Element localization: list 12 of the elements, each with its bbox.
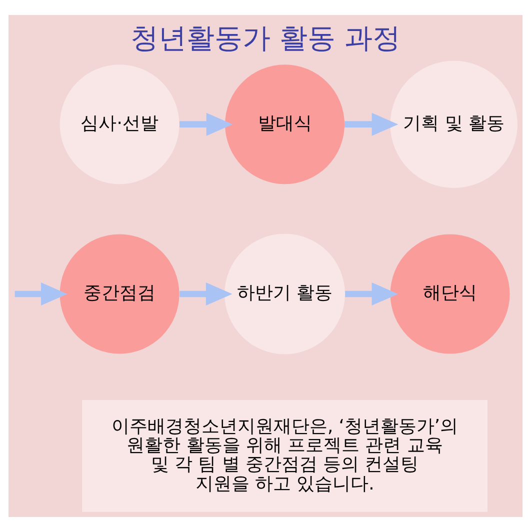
node-circle: 중간점검	[60, 234, 180, 354]
arrow	[14, 282, 68, 306]
node-circle: 기획 및 활동	[390, 60, 518, 188]
arrow	[180, 112, 233, 136]
node-circle: 발대식	[225, 64, 345, 184]
arrow	[344, 112, 398, 136]
arrow	[180, 282, 232, 306]
node-circle: 하반기 활동	[224, 233, 345, 354]
arrow	[345, 282, 398, 306]
diagram-title: 청년활동가 활동 과정	[130, 21, 400, 54]
node-circle: 심사·선발	[60, 64, 180, 184]
node-circle: 해단식	[390, 234, 510, 354]
